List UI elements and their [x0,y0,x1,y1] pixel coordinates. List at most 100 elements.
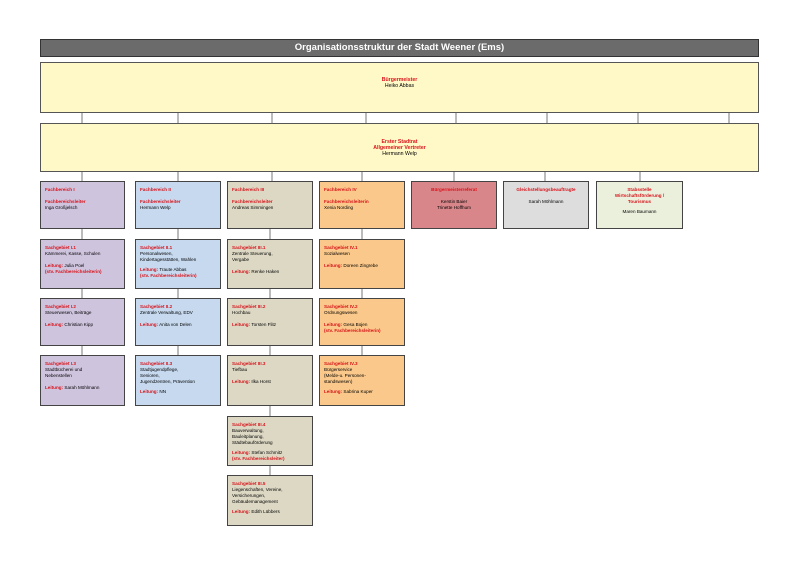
sub-lead: Leitung: Sarah Möhlmann [45,385,120,391]
lead-name: Christian Kipp [64,321,94,327]
sub-title: Sachgebiet II.2 [140,304,173,309]
sub-box: Sachgebiet IV.3 Bürgerservice (Melde-u. … [319,355,405,406]
sub-lead: Leitung: Sabrina Kuper [324,389,400,395]
dept-box-7: Stabsstelle Wirtschaftsförderung / Touri… [596,181,683,229]
sub-desc: Tiefbau [232,366,248,372]
sub-desc: Sozialwesen [324,250,350,256]
sub-desc: Liegenschaften, Vereine, Versicherungen,… [232,486,283,504]
lead-name: Julia Poel [64,262,85,268]
dept-title: Fachbereich II [140,187,171,192]
sub-lead: Leitung: Julia Poel [45,263,120,269]
dept-title: Fachbereich I [45,187,75,192]
lead-label: Leitung: [45,321,64,327]
sub-desc: Stadtjugendpflege, Senioren, Jugendzentr… [140,366,195,384]
sub-desc: Bauverwaltung, Bauleitplanung, Städtebau… [232,427,273,445]
lead-label: Leitung: [140,388,159,394]
dept-title: Fachbereich III [232,187,265,192]
sub-lead: Leitung: NN [140,389,216,395]
dept-box-5: Bürgermeisterreferat Kerstin Baier Trine… [411,181,497,229]
sub-box: Sachgebiet III.3 Tiefbau Leitung: Ilka H… [227,355,313,406]
sub-box: Sachgebiet III.1 Zentrale Steuerung, Ver… [227,239,313,289]
sub-title: Sachgebiet II.1 [140,245,173,250]
dept-role: Fachbereichsleiter [140,198,181,204]
dept-role: Fachbereichsleiterin [324,198,369,204]
dept-box-2: Fachbereich II Fachbereichsleiter Herman… [135,181,221,229]
lead-label: Leitung: [324,321,343,327]
sub-extra: (stv. Fachbereichsleiterin) [324,327,381,333]
sub-box: Sachgebiet III.4 Bauverwaltung, Bauleitp… [227,416,313,466]
sub-desc: Hochbau [232,309,251,315]
lead-name: Edith Lübbers [251,508,280,514]
sub-box: Sachgebiet I.3 Stadtbücherei und Nebenst… [40,355,125,406]
sub-extra: (stv. Fachbereichsleiterin) [45,268,102,274]
sub-desc: Steuerwesen, Beiträge [45,309,92,315]
sub-box: Sachgebiet III.5 Liegenschaften, Vereine… [227,475,313,526]
sub-desc: Personalwesen, Kindertagesstätten, Wahle… [140,250,197,262]
sub-desc: Zentrale Steuerung, Vergabe [232,250,273,262]
lead-label: Leitung: [45,384,64,390]
lead-label: Leitung: [232,268,251,274]
sub-box: Sachgebiet II.2 Zentrale Verwaltung, EDV… [135,298,221,346]
sub-box: Sachgebiet I.1 Kämmerei, Kasse, Schulen … [40,239,125,289]
sub-lead: Leitung: Gesa Bojen [324,322,400,328]
sub-desc: Bürgerservice (Melde-u. Personen- stands… [324,366,366,384]
dept-head: Kerstin Baier Trinette Hoffhum [437,198,471,210]
sub-lead: Leitung: Doreen Zingrebe [324,263,400,269]
dept-box-4: Fachbereich IV Fachbereichsleiterin Xeni… [319,181,405,229]
sub-lead: Leitung: Christian Kipp [45,322,120,328]
deputy-role-2: Allgemeiner Vertreter [373,145,426,151]
sub-title: Sachgebiet I.2 [45,304,76,309]
sub-lead: Leitung: Stefan Schmitz [232,450,308,456]
deputy-role-1: Erster Stadtrat [381,139,418,145]
sub-title: Sachgebiet III.1 [232,245,266,250]
lead-label: Leitung: [324,262,343,268]
dept-title: Fachbereich IV [324,187,357,192]
lead-label: Leitung: [140,321,159,327]
lead-label: Leitung: [232,378,251,384]
sub-title: Sachgebiet I.1 [45,245,76,250]
lead-name: Sabrina Kuper [343,388,373,394]
lead-name: Ilka Horst [251,378,271,384]
lead-name: Traute Abbas [159,266,187,272]
sub-desc: Ordnungswesen [324,309,358,315]
sub-lead: Leitung: Ilka Horst [232,379,308,385]
dept-head: Inga Großjelsch [45,204,78,210]
dept-head: Maren Baumann [622,208,657,214]
dept-head: Sarah Möhlmann [528,198,564,204]
sub-title: Sachgebiet IV.1 [324,245,358,250]
deputy-box: Erster Stadtrat Allgemeiner Vertreter He… [40,123,759,172]
dept-head: Andreas Simmingen [232,204,274,210]
sub-desc: Kämmerei, Kasse, Schulen [45,250,101,256]
dept-title: Gleichstellungsbeauftragte [516,187,576,192]
sub-lead: Leitung: Anita von Delen [140,322,216,328]
sub-box: Sachgebiet III.2 Hochbau Leitung: Torste… [227,298,313,346]
sub-extra: (stv. Fachbereichsleiter) [232,455,285,461]
sub-title: Sachgebiet III.3 [232,361,266,366]
dept-role: Fachbereichsleiter [45,198,86,204]
lead-name: Stefan Schmitz [251,449,283,455]
mayor-box: Bürgermeister Heiko Abbas [40,62,759,113]
lead-name: Doreen Zingrebe [343,262,378,268]
sub-box: Sachgebiet II.3 Stadtjugendpflege, Senio… [135,355,221,406]
dept-box-1: Fachbereich I Fachbereichsleiter Inga Gr… [40,181,125,229]
sub-box: Sachgebiet II.1 Personalwesen, Kindertag… [135,239,221,289]
lead-label: Leitung: [324,388,343,394]
lead-label: Leitung: [232,449,251,455]
sub-lead: Leitung: Edith Lübbers [232,509,308,515]
lead-name: Sarah Möhlmann [64,384,100,390]
sub-desc: Stadtbücherei und Nebenstellen [45,366,83,378]
dept-head: Xenia Nording [324,204,354,210]
lead-name: Torsten Flitz [251,321,277,327]
page-title: Organisationsstruktur der Stadt Weener (… [40,39,759,57]
sub-box: Sachgebiet I.2 Steuerwesen, Beiträge Lei… [40,298,125,346]
dept-role: Fachbereichsleiter [232,198,273,204]
dept-box-6: Gleichstellungsbeauftragte Sarah Möhlman… [503,181,589,229]
sub-title: Sachgebiet III.4 [232,422,266,427]
sub-title: Sachgebiet II.3 [140,361,173,366]
sub-lead: Leitung: Traute Abbas [140,267,216,273]
mayor-role: Bürgermeister [381,77,418,83]
lead-label: Leitung: [232,321,251,327]
deputy-name: Hermann Welp [382,151,417,157]
sub-title: Sachgebiet IV.3 [324,361,358,366]
